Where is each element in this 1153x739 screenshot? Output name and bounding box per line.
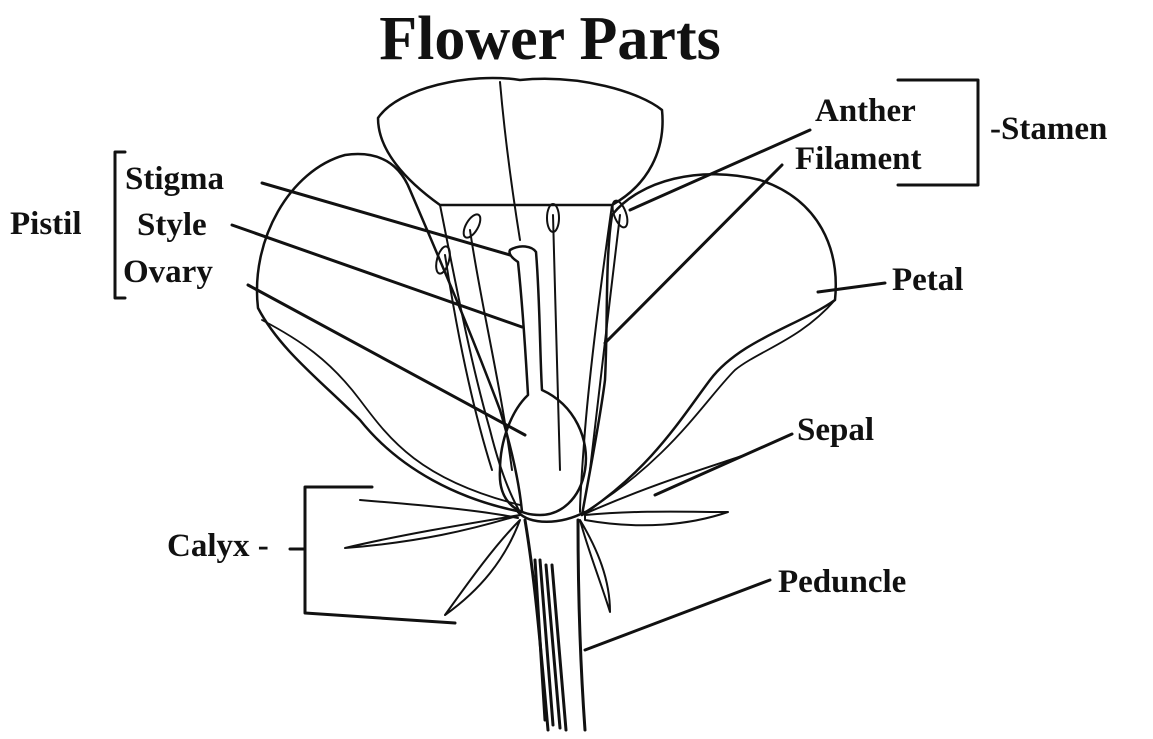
petal-right-inner [585,300,835,512]
petal-back [378,78,663,205]
page-title: Flower Parts [0,8,1100,70]
label-peduncle: Peduncle [778,566,906,599]
sepal-left-1 [345,515,520,548]
sepal-right-2 [582,455,745,515]
label-calyx: Calyx - [167,530,269,563]
leader-sepal [655,434,792,495]
label-ovary: Ovary [123,256,213,289]
label-petal: Petal [892,264,963,297]
peduncle-shading [535,560,566,730]
sepal-left-3 [445,520,520,615]
sepal-right-1 [585,512,728,526]
label-stigma: Stigma [125,163,224,196]
label-sepal: Sepal [797,414,874,447]
label-style: Style [137,209,207,242]
pistil-shape [500,246,586,515]
label-filament: Filament [795,143,921,176]
anther-1 [460,212,483,241]
label-anther: Anther [815,95,916,128]
sepal-left-2 [360,500,518,518]
sepal-right-3 [580,520,610,612]
peduncle-stem [525,520,585,730]
petal-left [257,154,522,512]
leader-anther [630,130,810,210]
leader-stigma [262,183,510,255]
leader-peduncle [585,580,770,650]
calyx-bracket [305,487,455,623]
filament-2 [553,215,560,470]
label-stamen: -Stamen [990,113,1107,146]
petal-back-fold [500,82,520,240]
label-pistil: Pistil [10,208,82,241]
leader-petal [818,283,885,292]
